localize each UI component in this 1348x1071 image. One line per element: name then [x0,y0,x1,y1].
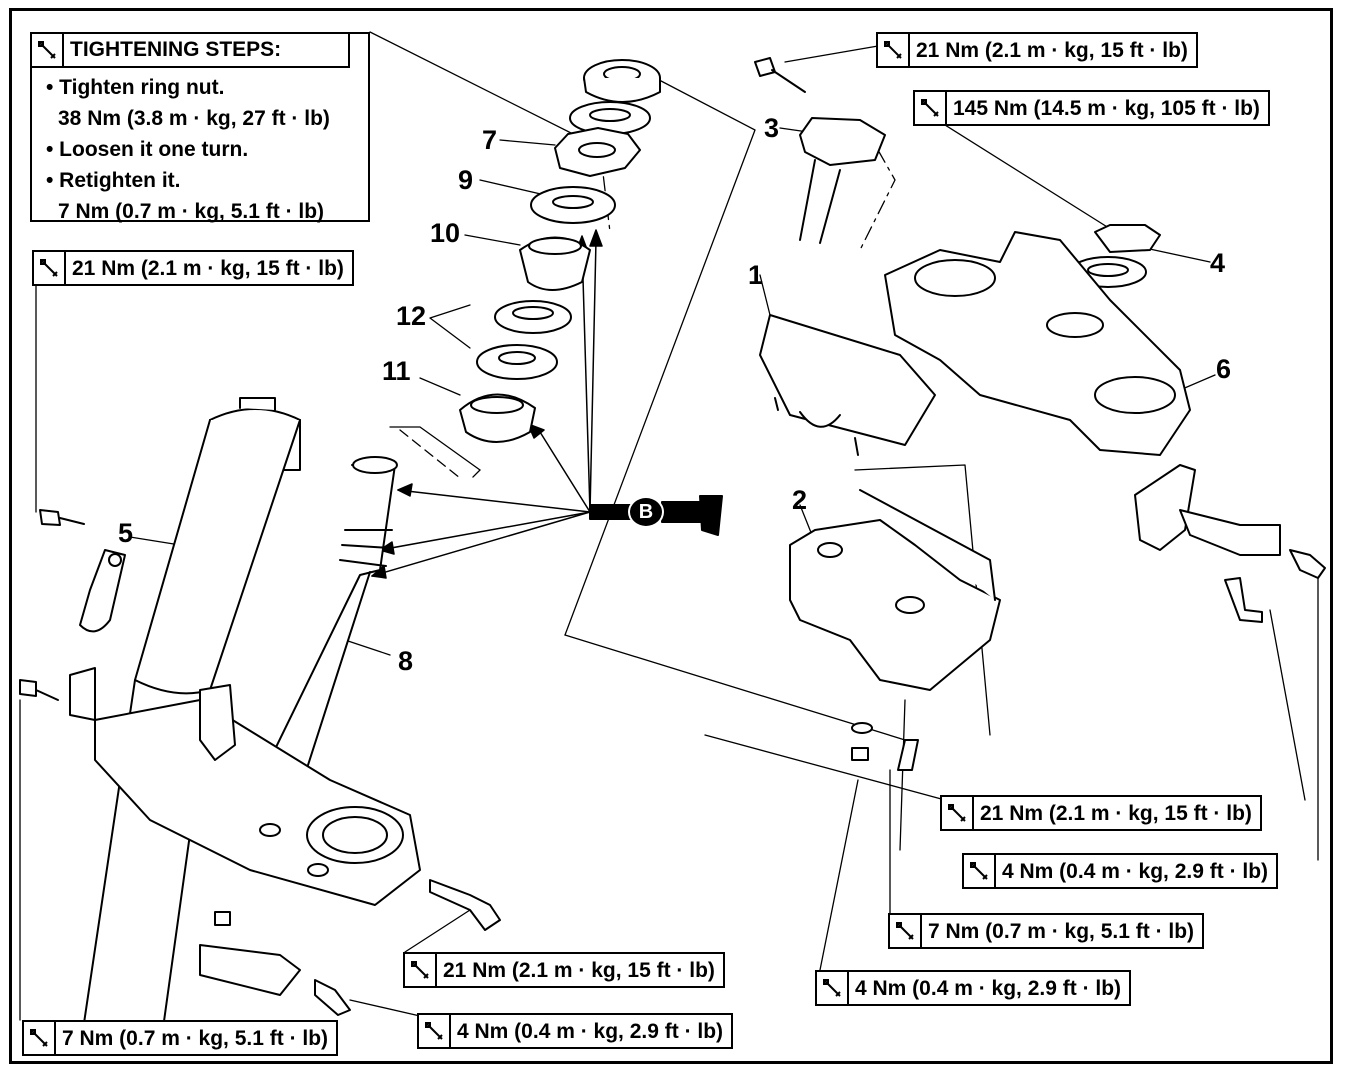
torque-wrench-icon [915,92,947,124]
torque-wrench-icon [817,972,849,1004]
step-line: 7 Nm (0.7 m · kg, 5.1 ft · lb) [58,200,325,223]
right-upper-parts [754,57,1161,288]
part-number-7: 7 [482,125,498,155]
tightening-steps-title: TIGHTENING STEPS: [70,38,282,61]
meter-assembly [759,314,936,456]
torque-label: 145 Nm (14.5 m · kg, 105 ft · lb) [913,90,1270,126]
steering-stem [259,456,398,791]
torque-label: 21 Nm (2.1 m · kg, 15 ft · lb) [403,952,725,988]
torque-wrench-icon [24,1022,56,1054]
part-number-2: 2 [792,485,808,515]
torque-label: 7 Nm (0.7 m · kg, 5.1 ft · lb) [22,1020,339,1056]
part-number-10: 10 [430,218,461,248]
grease-gun-icon [589,495,723,536]
torque-label: 7 Nm (0.7 m · kg, 5.1 ft · lb) [888,913,1205,949]
torque-wrench-icon [32,34,64,66]
part-number-1: 1 [748,260,764,290]
diagram-frame [9,8,1333,1064]
part-number-4: 4 [1210,248,1226,278]
left-hardware [19,509,501,1016]
part-number-8: 8 [398,646,414,676]
meter-stay [789,489,1001,771]
grease-marker-badge: B [628,496,664,528]
steering-stem-parts [459,59,661,443]
step-line: • Loosen it one turn. [46,138,249,161]
torque-label: 21 Nm (2.1 m · kg, 15 ft · lb) [876,32,1198,68]
tightening-steps-box: TIGHTENING STEPS: • Tighten ring nut. 38… [30,32,370,223]
torque-value: 21 Nm (2.1 m · kg, 15 ft · lb) [72,256,344,280]
torque-label: 21 Nm (2.1 m · kg, 15 ft · lb) [32,250,354,286]
part-number-11: 11 [382,356,411,386]
torque-value: 4 Nm (0.4 m · kg, 2.9 ft · lb) [457,1019,724,1043]
torque-value: 7 Nm (0.7 m · kg, 5.1 ft · lb) [928,919,1195,943]
torque-label: 4 Nm (0.4 m · kg, 2.9 ft · lb) [962,853,1279,889]
torque-label: 4 Nm (0.4 m · kg, 2.9 ft · lb) [815,970,1132,1006]
torque-value: 4 Nm (0.4 m · kg, 2.9 ft · lb) [855,976,1122,1000]
torque-value: 21 Nm (2.1 m · kg, 15 ft · lb) [980,801,1252,825]
torque-value: 145 Nm (14.5 m · kg, 105 ft · lb) [953,96,1260,120]
torque-value: 21 Nm (2.1 m · kg, 15 ft · lb) [443,958,715,982]
lower-bracket [94,699,421,906]
tightening-steps-header: TIGHTENING STEPS: [32,34,350,68]
torque-label: 21 Nm (2.1 m · kg, 15 ft · lb) [940,795,1262,831]
part-number-6: 6 [1216,354,1232,384]
part-number-3: 3 [764,113,780,143]
torque-label: 4 Nm (0.4 m · kg, 2.9 ft · lb) [417,1013,734,1049]
torque-wrench-icon [419,1015,451,1047]
torque-wrench-icon [405,954,437,986]
right-lower-hardware [1134,464,1326,623]
part-number-9: 9 [458,165,474,195]
part-number-12: 12 [396,301,427,331]
step-line: • Retighten it. [46,169,181,192]
torque-wrench-icon [890,915,922,947]
tightening-steps-list: • Tighten ring nut. 38 Nm (3.8 m · kg, 2… [32,68,368,227]
torque-value: 21 Nm (2.1 m · kg, 15 ft · lb) [916,38,1188,62]
part-number-5: 5 [118,518,134,548]
torque-value: 4 Nm (0.4 m · kg, 2.9 ft · lb) [1002,859,1269,883]
torque-wrench-icon [34,252,66,284]
step-line: • Tighten ring nut. [46,76,225,99]
torque-value: 7 Nm (0.7 m · kg, 5.1 ft · lb) [62,1026,329,1050]
torque-wrench-icon [878,34,910,66]
upper-bracket [884,231,1191,456]
torque-wrench-icon [964,855,996,887]
step-line: 38 Nm (3.8 m · kg, 27 ft · lb) [58,107,330,130]
torque-wrench-icon [942,797,974,829]
